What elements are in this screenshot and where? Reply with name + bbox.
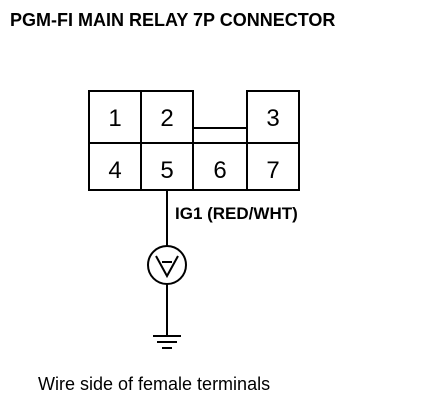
ground-icon bbox=[153, 335, 181, 349]
pin-2-label: 2 bbox=[160, 105, 173, 132]
diagram-title: PGM-FI MAIN RELAY 7P CONNECTOR bbox=[10, 10, 336, 30]
pin-4-label: 4 bbox=[108, 157, 121, 184]
voltmeter-icon bbox=[147, 245, 187, 285]
pin-7-label: 7 bbox=[266, 157, 279, 184]
pin-3-label: 3 bbox=[266, 105, 279, 132]
pin-5-label: 5 bbox=[160, 157, 173, 184]
pin-1-label: 1 bbox=[108, 105, 121, 132]
diagram-caption: Wire side of female terminals bbox=[38, 374, 271, 394]
connector-notch bbox=[192, 127, 248, 143]
pin-6-label: 6 bbox=[213, 157, 226, 184]
wire-label: IG1 (RED/WHT) bbox=[175, 204, 298, 223]
